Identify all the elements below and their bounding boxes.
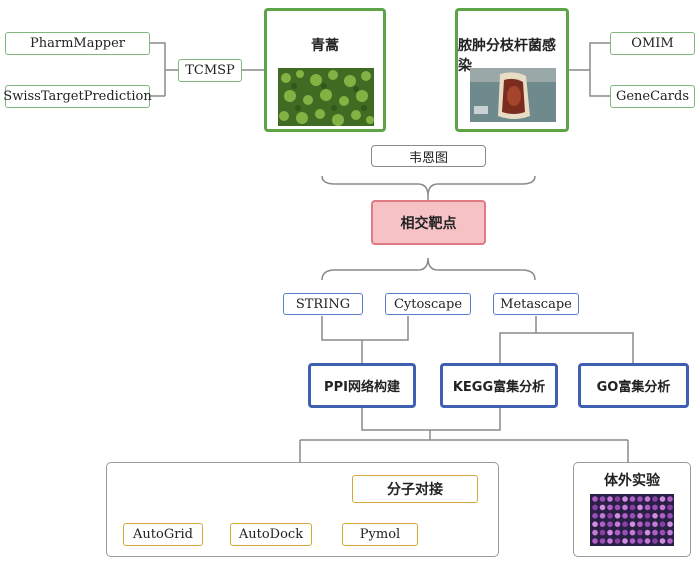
plate-well <box>607 538 613 544</box>
plate-well <box>637 504 643 511</box>
plate-well <box>592 538 598 544</box>
herb-title: 青蒿 <box>311 38 339 54</box>
plate-well <box>667 538 673 544</box>
experiment-title: 体外实验 <box>604 473 660 489</box>
plate-well <box>629 521 636 527</box>
plate-well <box>622 504 628 511</box>
plate-well <box>607 496 613 502</box>
plate-well <box>629 504 636 511</box>
plate-well <box>622 521 628 527</box>
plate-well <box>644 513 651 519</box>
plate-well <box>607 504 613 511</box>
plate-well <box>644 529 651 536</box>
plate-well <box>607 529 613 536</box>
plate-well <box>592 496 598 502</box>
herb-photo <box>278 68 374 126</box>
database-swisstargetprediction: SwissTargetPrediction <box>3 85 152 108</box>
plate-well <box>629 513 636 519</box>
plate-well <box>614 504 621 511</box>
intersection-targets-node: 相交靶点 <box>371 200 486 245</box>
plate-well <box>614 513 621 519</box>
plate-well <box>622 496 628 502</box>
plate-well <box>592 504 598 511</box>
plate-well <box>629 538 636 544</box>
plate-well <box>652 521 658 527</box>
plate-well <box>622 538 628 544</box>
plate-well <box>652 529 658 536</box>
disease-title: 脓肿分枝杆菌感染 <box>458 38 556 74</box>
well-plate-photo <box>590 494 674 546</box>
plate-well <box>652 513 658 519</box>
plate-well <box>637 529 643 536</box>
plate-well <box>644 504 651 511</box>
docking-step-autodock: AutoDock <box>230 523 312 546</box>
plate-well <box>614 529 621 536</box>
analysis-go-enrichment: GO富集分析 <box>578 363 689 408</box>
plate-well <box>592 529 598 536</box>
analysis-ppi-network: PPI网络构建 <box>308 363 416 408</box>
plate-well <box>629 496 636 502</box>
plate-well <box>644 538 651 544</box>
plate-well <box>637 513 643 519</box>
plate-well <box>659 529 666 536</box>
plate-well <box>659 538 666 544</box>
plate-well <box>644 496 651 502</box>
tool-metascape: Metascape <box>493 293 579 315</box>
plate-well <box>622 529 628 536</box>
plate-well <box>652 538 658 544</box>
database-genecards: GeneCards <box>610 85 695 108</box>
plate-well <box>614 521 621 527</box>
plate-well <box>599 521 606 527</box>
plate-well <box>667 521 673 527</box>
disease-photo <box>470 68 556 122</box>
plate-well <box>599 529 606 536</box>
tool-string: STRING <box>283 293 363 315</box>
venn-diagram-node: 韦恩图 <box>371 145 486 167</box>
plate-well <box>629 529 636 536</box>
plate-well <box>599 504 606 511</box>
plate-well <box>637 538 643 544</box>
plate-well <box>644 521 651 527</box>
analysis-kegg-enrichment: KEGG富集分析 <box>440 363 558 408</box>
tool-cytoscape: Cytoscape <box>385 293 471 315</box>
plate-well <box>607 521 613 527</box>
plate-well <box>667 504 673 511</box>
plate-well <box>622 513 628 519</box>
docking-step-pymol: Pymol <box>342 523 418 546</box>
plate-well <box>659 504 666 511</box>
database-omim: OMIM <box>610 32 695 55</box>
plate-well <box>599 538 606 544</box>
plate-well <box>652 504 658 511</box>
plate-well <box>599 496 606 502</box>
plate-well <box>652 496 658 502</box>
plate-well <box>614 538 621 544</box>
docking-title: 分子对接 <box>352 475 478 503</box>
plate-well <box>659 513 666 519</box>
docking-step-autogrid: AutoGrid <box>123 523 203 546</box>
plate-well <box>592 513 598 519</box>
plate-well <box>637 496 643 502</box>
plate-well <box>659 521 666 527</box>
plate-well <box>659 496 666 502</box>
plate-well <box>637 521 643 527</box>
plate-well <box>667 513 673 519</box>
plate-well <box>667 529 673 536</box>
database-tcmsp: TCMSP <box>178 59 242 82</box>
database-pharmmapper: PharmMapper <box>5 32 150 55</box>
plate-well <box>607 513 613 519</box>
plate-well <box>667 496 673 502</box>
plate-well <box>599 513 606 519</box>
plate-well <box>614 496 621 502</box>
plate-well <box>592 521 598 527</box>
